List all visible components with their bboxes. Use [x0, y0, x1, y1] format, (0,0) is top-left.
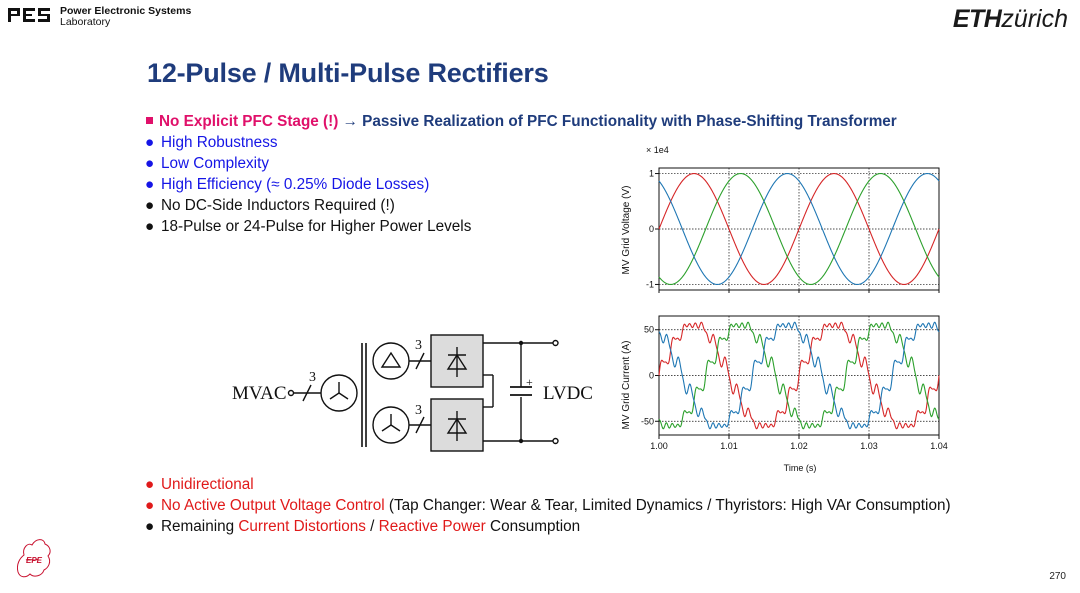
bullet-text: High Robustness — [161, 134, 278, 151]
eth-logo-rest: zürich — [1001, 5, 1068, 33]
bullet-pfc: No Explicit PFC Stage (!) → Passive Real… — [145, 111, 897, 132]
voltage-series-line — [658, 172, 940, 286]
current-x-label: Time (s) — [784, 463, 817, 473]
bullet-text: No DC-Side Inductors Required (!) — [161, 197, 395, 214]
dot-icon: ● — [145, 218, 155, 235]
voltage-y-tick-label: -1 — [646, 279, 654, 289]
bullet-pfc-rest: Passive Realization of PFC Functionality… — [362, 113, 897, 130]
voltage-y-label: MV Grid Voltage (V) — [621, 186, 632, 275]
current-x-tick-label: 1.00 — [650, 441, 668, 451]
current-x-tick-label: 1.02 — [790, 441, 808, 451]
dot-icon: ● — [145, 134, 155, 151]
bullet-item: ● Unidirectional — [145, 474, 951, 495]
bullet-item: ● High Robustness — [145, 132, 897, 153]
bullet-text: (Tap Changer: Wear & Tear, Limited Dynam… — [384, 497, 951, 514]
dot-icon: ● — [145, 176, 155, 193]
bullet-text: Remaining — [161, 518, 239, 535]
slide-title: 12-Pulse / Multi-Pulse Rectifiers — [147, 58, 549, 88]
plus-sign: + — [526, 375, 533, 389]
current-series-line — [658, 321, 940, 430]
current-y-tick-label: 0 — [649, 371, 654, 381]
current-y-tick-label: -50 — [641, 416, 654, 426]
dot-icon: ● — [145, 197, 155, 214]
bullet-text-red: No Active Output Voltage Control — [161, 497, 385, 514]
bullet-item: ● High Efficiency (≈ 0.25% Diode Losses) — [145, 174, 897, 195]
bullet-text: Low Complexity — [161, 155, 269, 172]
eth-logo-bold: ETH — [952, 5, 1002, 33]
lab-name: Power Electronic Systems Laboratory — [60, 6, 191, 28]
lab-name-line2: Laboratory — [60, 16, 111, 28]
mvac-label: MVAC — [232, 383, 287, 404]
current-x-tick-label: 1.01 — [720, 441, 738, 451]
bullet-text-red: Current Distortions — [238, 518, 366, 535]
epe-logo-text: EPE — [26, 556, 43, 565]
epe-logo-icon: EPE — [17, 539, 51, 578]
current-x-tick-label: 1.04 — [930, 441, 948, 451]
bullet-text: / — [365, 518, 379, 535]
dot-icon: ● — [145, 518, 155, 535]
dot-icon: ● — [145, 155, 155, 172]
bottom-bullet-list: ● Unidirectional ● No Active Output Voltag… — [145, 474, 951, 537]
current-series-line — [658, 321, 940, 430]
bullet-pfc-red: No Explicit PFC Stage (!) — [159, 113, 339, 130]
waveform-charts: × 1e4 MV Grid Voltage (V) MV Grid Curren… — [621, 145, 948, 473]
dot-icon: ● — [145, 497, 155, 514]
top-bullet-list: No Explicit PFC Stage (!) → Passive Real… — [145, 111, 897, 237]
arrow-right-icon: → — [342, 113, 358, 130]
bullet-item: ● No DC-Side Inductors Required (!) — [145, 195, 897, 216]
current-y-label: MV Grid Current (A) — [621, 341, 632, 430]
bullet-text-red: Reactive Power — [378, 518, 486, 535]
bullet-text: Unidirectional — [161, 476, 254, 493]
voltage-series-line — [658, 172, 940, 286]
lvdc-label: LVDC — [543, 383, 593, 404]
bullet-item: ● Remaining Current Distortions / Reactiv… — [145, 516, 951, 537]
bullet-item: ● Low Complexity — [145, 153, 897, 174]
dot-icon: ● — [145, 476, 155, 493]
current-series-line — [658, 321, 940, 430]
current-x-tick-label: 1.03 — [860, 441, 878, 451]
bullet-text: High Efficiency (≈ 0.25% Diode Losses) — [161, 176, 430, 193]
bullet-item: ● 18-Pulse or 24-Pulse for Higher Power L… — [145, 216, 897, 237]
phase-count-1: 3 — [309, 370, 316, 385]
pes-logo-icon — [8, 8, 50, 22]
bullet-text: 18-Pulse or 24-Pulse for Higher Power Le… — [161, 218, 472, 235]
voltage-y-tick-label: 1 — [649, 169, 654, 179]
phase-count-3: 3 — [415, 403, 422, 418]
voltage-series-line — [658, 172, 940, 286]
current-y-tick-label: 50 — [644, 325, 654, 335]
eth-zurich-logo: ETHzürich — [953, 4, 1068, 34]
voltage-scale-note: × 1e4 — [646, 145, 669, 155]
bullet-text: Consumption — [485, 518, 581, 535]
twelve-pulse-circuit-diagram: MVAC — [232, 334, 593, 452]
page-number: 270 — [1049, 571, 1066, 582]
voltage-y-tick-label: 0 — [649, 224, 654, 234]
bullet-item: ● No Active Output Voltage Control (Tap C… — [145, 495, 951, 516]
lab-name-line1: Power Electronic Systems — [60, 5, 192, 17]
square-bullet-icon — [146, 117, 153, 125]
phase-count-2: 3 — [415, 338, 422, 353]
